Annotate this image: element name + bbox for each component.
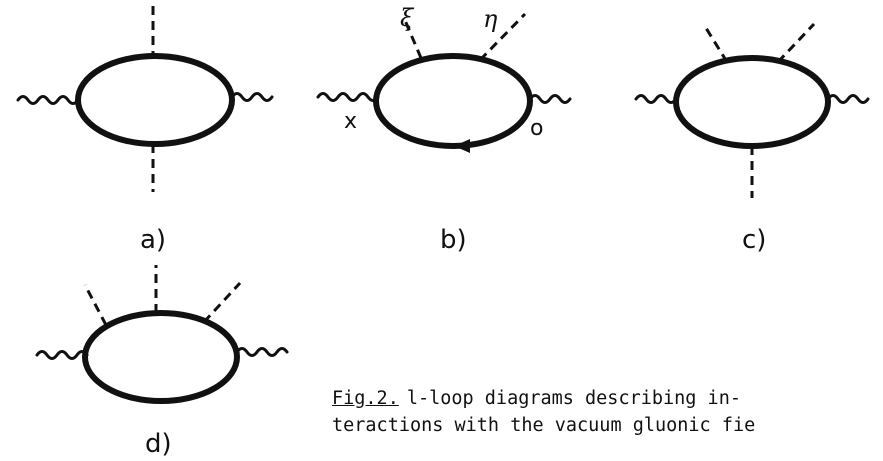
- external-label-eta: η: [483, 5, 498, 33]
- fermion-loop-a: [75, 53, 235, 147]
- gluon-line-c-left: [634, 94, 678, 104]
- diagram-d: d): [35, 265, 289, 459]
- gluon-line-c-right: [826, 94, 870, 104]
- caption-line-2: teractions with the vacuum gluonic fie: [332, 415, 756, 436]
- caption-figure-label: Fig.2.: [332, 388, 399, 409]
- figure-caption: Fig.2. l-loop diagrams describing in- ter…: [332, 385, 883, 439]
- vacuum-field-line-b-right: [478, 12, 527, 62]
- diagram-a: a): [16, 6, 274, 255]
- caption-text-1: l-loop diagrams describing in-: [406, 388, 741, 409]
- diagram-b: x o ξ η b): [316, 4, 572, 255]
- gluon-line-b-left: [316, 92, 380, 102]
- vacuum-field-line-b-left: [402, 17, 423, 59]
- gluon-line-b-right: [528, 94, 572, 104]
- fermion-loop-c: [673, 55, 831, 149]
- vertex-label-x: x: [344, 109, 357, 134]
- panel-label-d: d): [145, 429, 172, 459]
- fermion-arrow-icon: [454, 139, 470, 153]
- gluon-line-d-left: [35, 350, 89, 360]
- panel-label-c: c): [742, 225, 766, 255]
- vacuum-field-line-c-top-left: [704, 27, 729, 63]
- fermion-loop-b: [373, 53, 533, 149]
- panel-label-b: b): [440, 225, 467, 255]
- diagram-c: c): [634, 22, 870, 255]
- panel-label-a: a): [140, 225, 166, 255]
- vacuum-field-line-d-right: [202, 281, 242, 324]
- fermion-loop-d: [82, 310, 240, 404]
- gluon-line-d-right: [235, 347, 289, 357]
- caption-line-1: Fig.2. l-loop diagrams describing in-: [332, 385, 883, 412]
- vertex-label-o: o: [530, 116, 543, 141]
- vacuum-field-line-c-top-right: [776, 22, 816, 64]
- external-label-xi: ξ: [400, 4, 415, 32]
- vacuum-field-line-d-left: [83, 284, 108, 326]
- gluon-line-a-left: [16, 95, 80, 105]
- gluon-line-a-right: [230, 92, 274, 102]
